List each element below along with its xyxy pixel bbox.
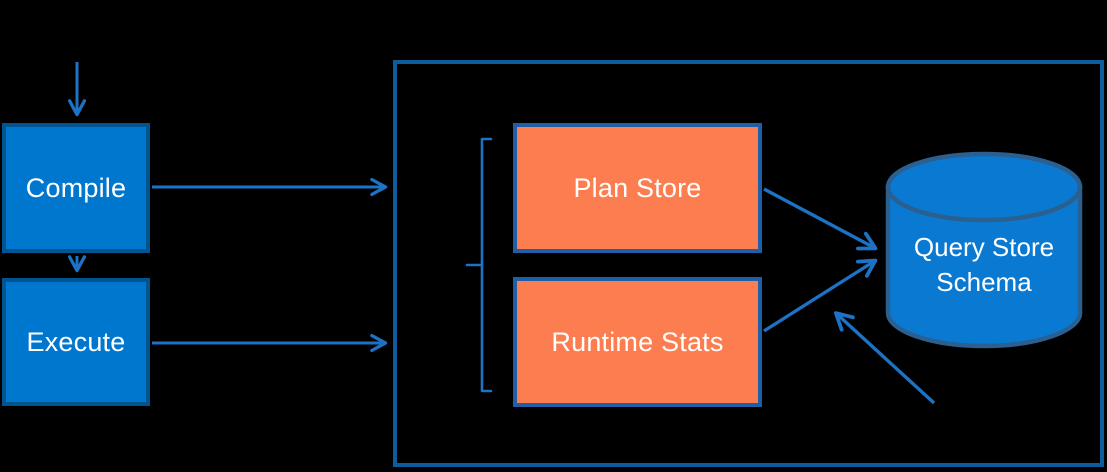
query-store-schema-label: Query Store Schema	[913, 232, 1055, 298]
arrow-runtime-stats-to-schema-icon	[763, 258, 878, 333]
compile-label: Compile	[25, 172, 127, 203]
compile-box: Compile	[2, 123, 150, 253]
execute-label: Execute	[26, 326, 126, 357]
plan-store-box: Plan Store	[513, 123, 762, 253]
arrow-async-write-to-schema-icon	[834, 311, 936, 405]
runtime-stats-box: Runtime Stats	[513, 277, 762, 407]
plan-store-label: Plan Store	[573, 172, 702, 203]
brace-grouping-stores-icon	[465, 137, 493, 393]
arrow-plan-store-to-schema-icon	[763, 187, 878, 251]
database-cylinder-icon	[885, 151, 1083, 349]
query-store-container-box	[393, 60, 1104, 467]
execute-box: Execute	[2, 278, 150, 406]
runtime-stats-label: Runtime Stats	[551, 326, 724, 357]
